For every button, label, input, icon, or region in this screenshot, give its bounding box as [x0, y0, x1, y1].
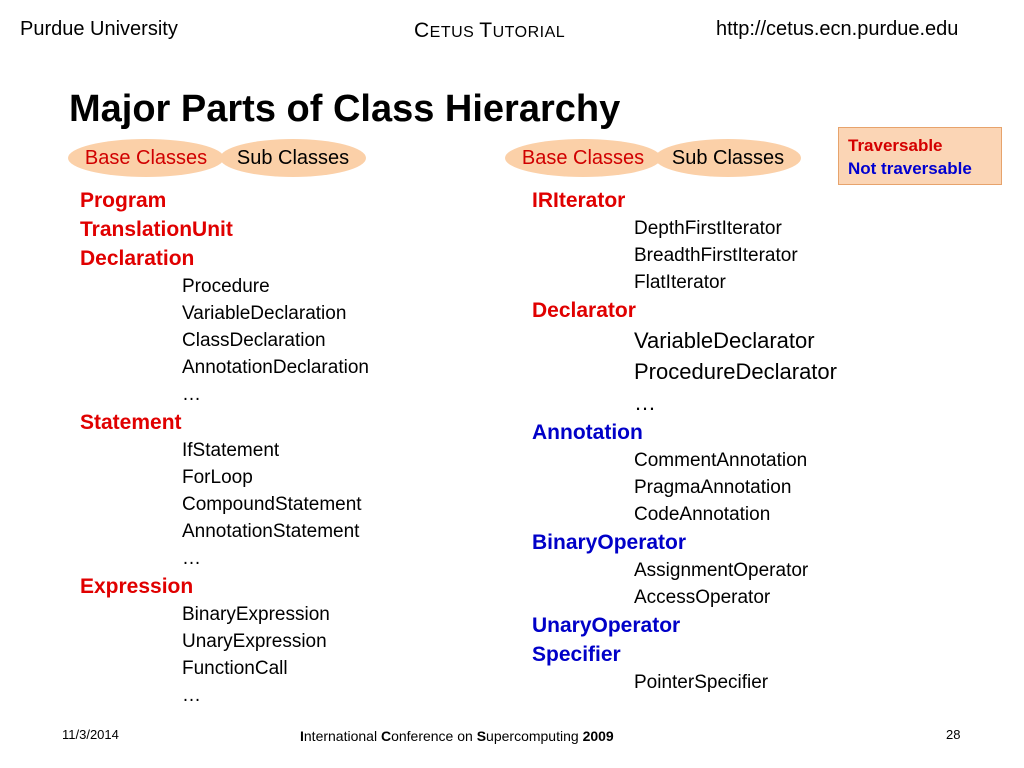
- base-class-item: TranslationUnit: [80, 218, 233, 241]
- sub-class-item: FlatIterator: [634, 272, 726, 293]
- footer-conf-year: 2009: [582, 728, 614, 744]
- sub-class-item: BinaryExpression: [182, 604, 330, 625]
- footer-conf-c: C: [380, 728, 392, 744]
- base-class-item: UnaryOperator: [532, 614, 681, 637]
- header-title: CETUS TUTORIAL: [414, 19, 565, 43]
- base-class-item: Expression: [80, 575, 194, 598]
- pill-sub-classes-left: Sub Classes: [220, 139, 366, 177]
- sub-class-item: DepthFirstIterator: [634, 218, 782, 239]
- sub-class-item: CompoundStatement: [182, 494, 362, 515]
- legend-traversable: Traversable: [848, 136, 943, 155]
- footer-conference: International Conference on Supercomputi…: [300, 728, 614, 744]
- sub-class-item: CodeAnnotation: [634, 504, 771, 525]
- header-title-cap1: C: [414, 19, 430, 42]
- footer-conf-3: upercomputing: [486, 728, 583, 744]
- base-class-item: Statement: [80, 411, 182, 434]
- sub-class-item: PointerSpecifier: [634, 672, 769, 693]
- sub-class-item: AccessOperator: [634, 587, 771, 608]
- sub-class-item: FunctionCall: [182, 658, 288, 679]
- base-class-item: Declarator: [532, 299, 636, 322]
- sub-class-item: CommentAnnotation: [634, 450, 808, 471]
- sub-class-item: VariableDeclaration: [182, 303, 347, 324]
- base-class-item: BinaryOperator: [532, 531, 687, 554]
- header-title-rest1: ETUS: [429, 24, 480, 41]
- sub-class-item: AnnotationStatement: [182, 521, 360, 542]
- sub-class-item: VariableDeclarator: [634, 328, 815, 353]
- sub-class-item: BreadthFirstIterator: [634, 245, 798, 266]
- header-title-cap2: T: [479, 19, 493, 42]
- base-class-item: Annotation: [532, 421, 643, 444]
- sub-class-item: AnnotationDeclaration: [182, 357, 369, 378]
- sub-class-item: …: [182, 548, 201, 569]
- sub-class-item: ForLoop: [182, 467, 253, 488]
- header-institution: Purdue University: [20, 18, 178, 40]
- base-class-item: Specifier: [532, 643, 621, 666]
- sub-class-item: UnaryExpression: [182, 631, 327, 652]
- footer-page-number: 28: [946, 727, 961, 742]
- sub-class-item: …: [182, 384, 201, 405]
- footer-conf-2: onference on: [391, 728, 477, 744]
- pill-sub-classes-right: Sub Classes: [655, 139, 801, 177]
- base-class-item: Declaration: [80, 247, 195, 270]
- pill-base-classes-left: Base Classes: [68, 139, 224, 177]
- sub-class-item: AssignmentOperator: [634, 560, 809, 581]
- sub-class-item: …: [182, 685, 201, 706]
- sub-class-item: Procedure: [182, 276, 270, 297]
- footer-conf-i: I: [300, 728, 304, 744]
- sub-class-item: …: [634, 390, 656, 415]
- header-title-rest2: UTORIAL: [492, 24, 566, 41]
- footer-date: 11/3/2014: [62, 727, 119, 742]
- footer-conf-1: nternational: [303, 728, 381, 744]
- pill-base-classes-right: Base Classes: [505, 139, 661, 177]
- base-class-item: IRIterator: [532, 189, 626, 212]
- header-url: http://cetus.ecn.purdue.edu: [716, 18, 959, 40]
- sub-class-item: IfStatement: [182, 440, 280, 461]
- footer-conf-s: S: [476, 728, 487, 744]
- sub-class-item: ClassDeclaration: [182, 330, 326, 351]
- sub-class-item: PragmaAnnotation: [634, 477, 792, 498]
- base-class-item: Program: [80, 189, 167, 212]
- slide-title: Major Parts of Class Hierarchy: [69, 88, 621, 130]
- legend-box: Traversable Not traversable: [838, 127, 1002, 185]
- sub-class-item: ProcedureDeclarator: [634, 359, 837, 384]
- legend-not-traversable: Not traversable: [848, 159, 972, 178]
